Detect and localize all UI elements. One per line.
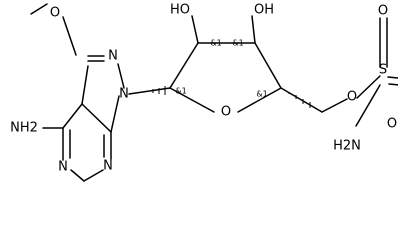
atom-n-ring-1: N xyxy=(108,49,118,64)
atom-oh-left: HO xyxy=(170,3,190,18)
bond-c3a-c4 xyxy=(62,103,83,129)
atom-o-sulfonyl-right: O xyxy=(387,117,397,132)
bond-c3a-c7a xyxy=(81,103,112,133)
atom-nh2-left: NH2 xyxy=(10,121,38,136)
bond-c3prime-c4prime xyxy=(254,42,282,89)
atom-nh2-sulfamoyl: H2N xyxy=(333,139,361,154)
bond-c2prime-oh xyxy=(191,15,199,44)
atom-n-ring-2: N xyxy=(119,87,129,102)
bond-n5-c6 xyxy=(70,169,85,182)
atom-oh-right: OH xyxy=(254,3,274,18)
structure-svg: O N N NH2 N N HO OH O O S O O H2N &1 &1 … xyxy=(10,3,398,182)
bond-c1prime-c2prime xyxy=(169,42,199,89)
stereo-label-c4prime: &1 xyxy=(256,90,267,99)
atom-o-ester: O xyxy=(347,90,357,105)
stereo-label-c2prime: &1 xyxy=(210,39,221,48)
bond-n1-c1prime xyxy=(128,87,171,95)
bond-n1-c7a xyxy=(110,95,120,133)
stereo-label-c1prime: &1 xyxy=(175,87,186,96)
bond-methoxy-o-c xyxy=(62,16,77,56)
bond-methyl xyxy=(30,3,48,15)
atom-o-ring: O xyxy=(221,105,231,120)
hashed-wedge-c4prime xyxy=(288,92,311,108)
bond-c6-n7 xyxy=(83,169,104,182)
atom-n-pyrimidine-right: N xyxy=(103,159,113,174)
bond-oring-c1prime xyxy=(169,87,215,113)
bond-s-oright-double xyxy=(388,83,398,86)
bond-c4prime-c5prime xyxy=(280,87,323,113)
atom-o-methoxy: O xyxy=(50,6,60,21)
atom-s: S xyxy=(379,63,387,78)
bond-s-nh2 xyxy=(355,84,381,127)
hashed-wedge-c1prime xyxy=(146,86,166,95)
bond-c5prime-oester xyxy=(321,98,348,113)
stereo-label-c3prime: &1 xyxy=(232,39,243,48)
bond-s-oright xyxy=(387,76,398,79)
atom-o-sulfonyl-top: O xyxy=(378,4,388,19)
bond-oester-s xyxy=(356,75,381,99)
atom-n-pyrimidine-left: N xyxy=(58,160,68,175)
molecule-diagram: O N N NH2 N N HO OH O O S O O H2N &1 &1 … xyxy=(10,2,398,182)
bond-n2-n1 xyxy=(117,63,125,89)
bond-c4prime-oring xyxy=(237,87,282,113)
bond-c3prime-oh xyxy=(251,15,256,44)
bond-c3-c3a xyxy=(81,65,89,105)
